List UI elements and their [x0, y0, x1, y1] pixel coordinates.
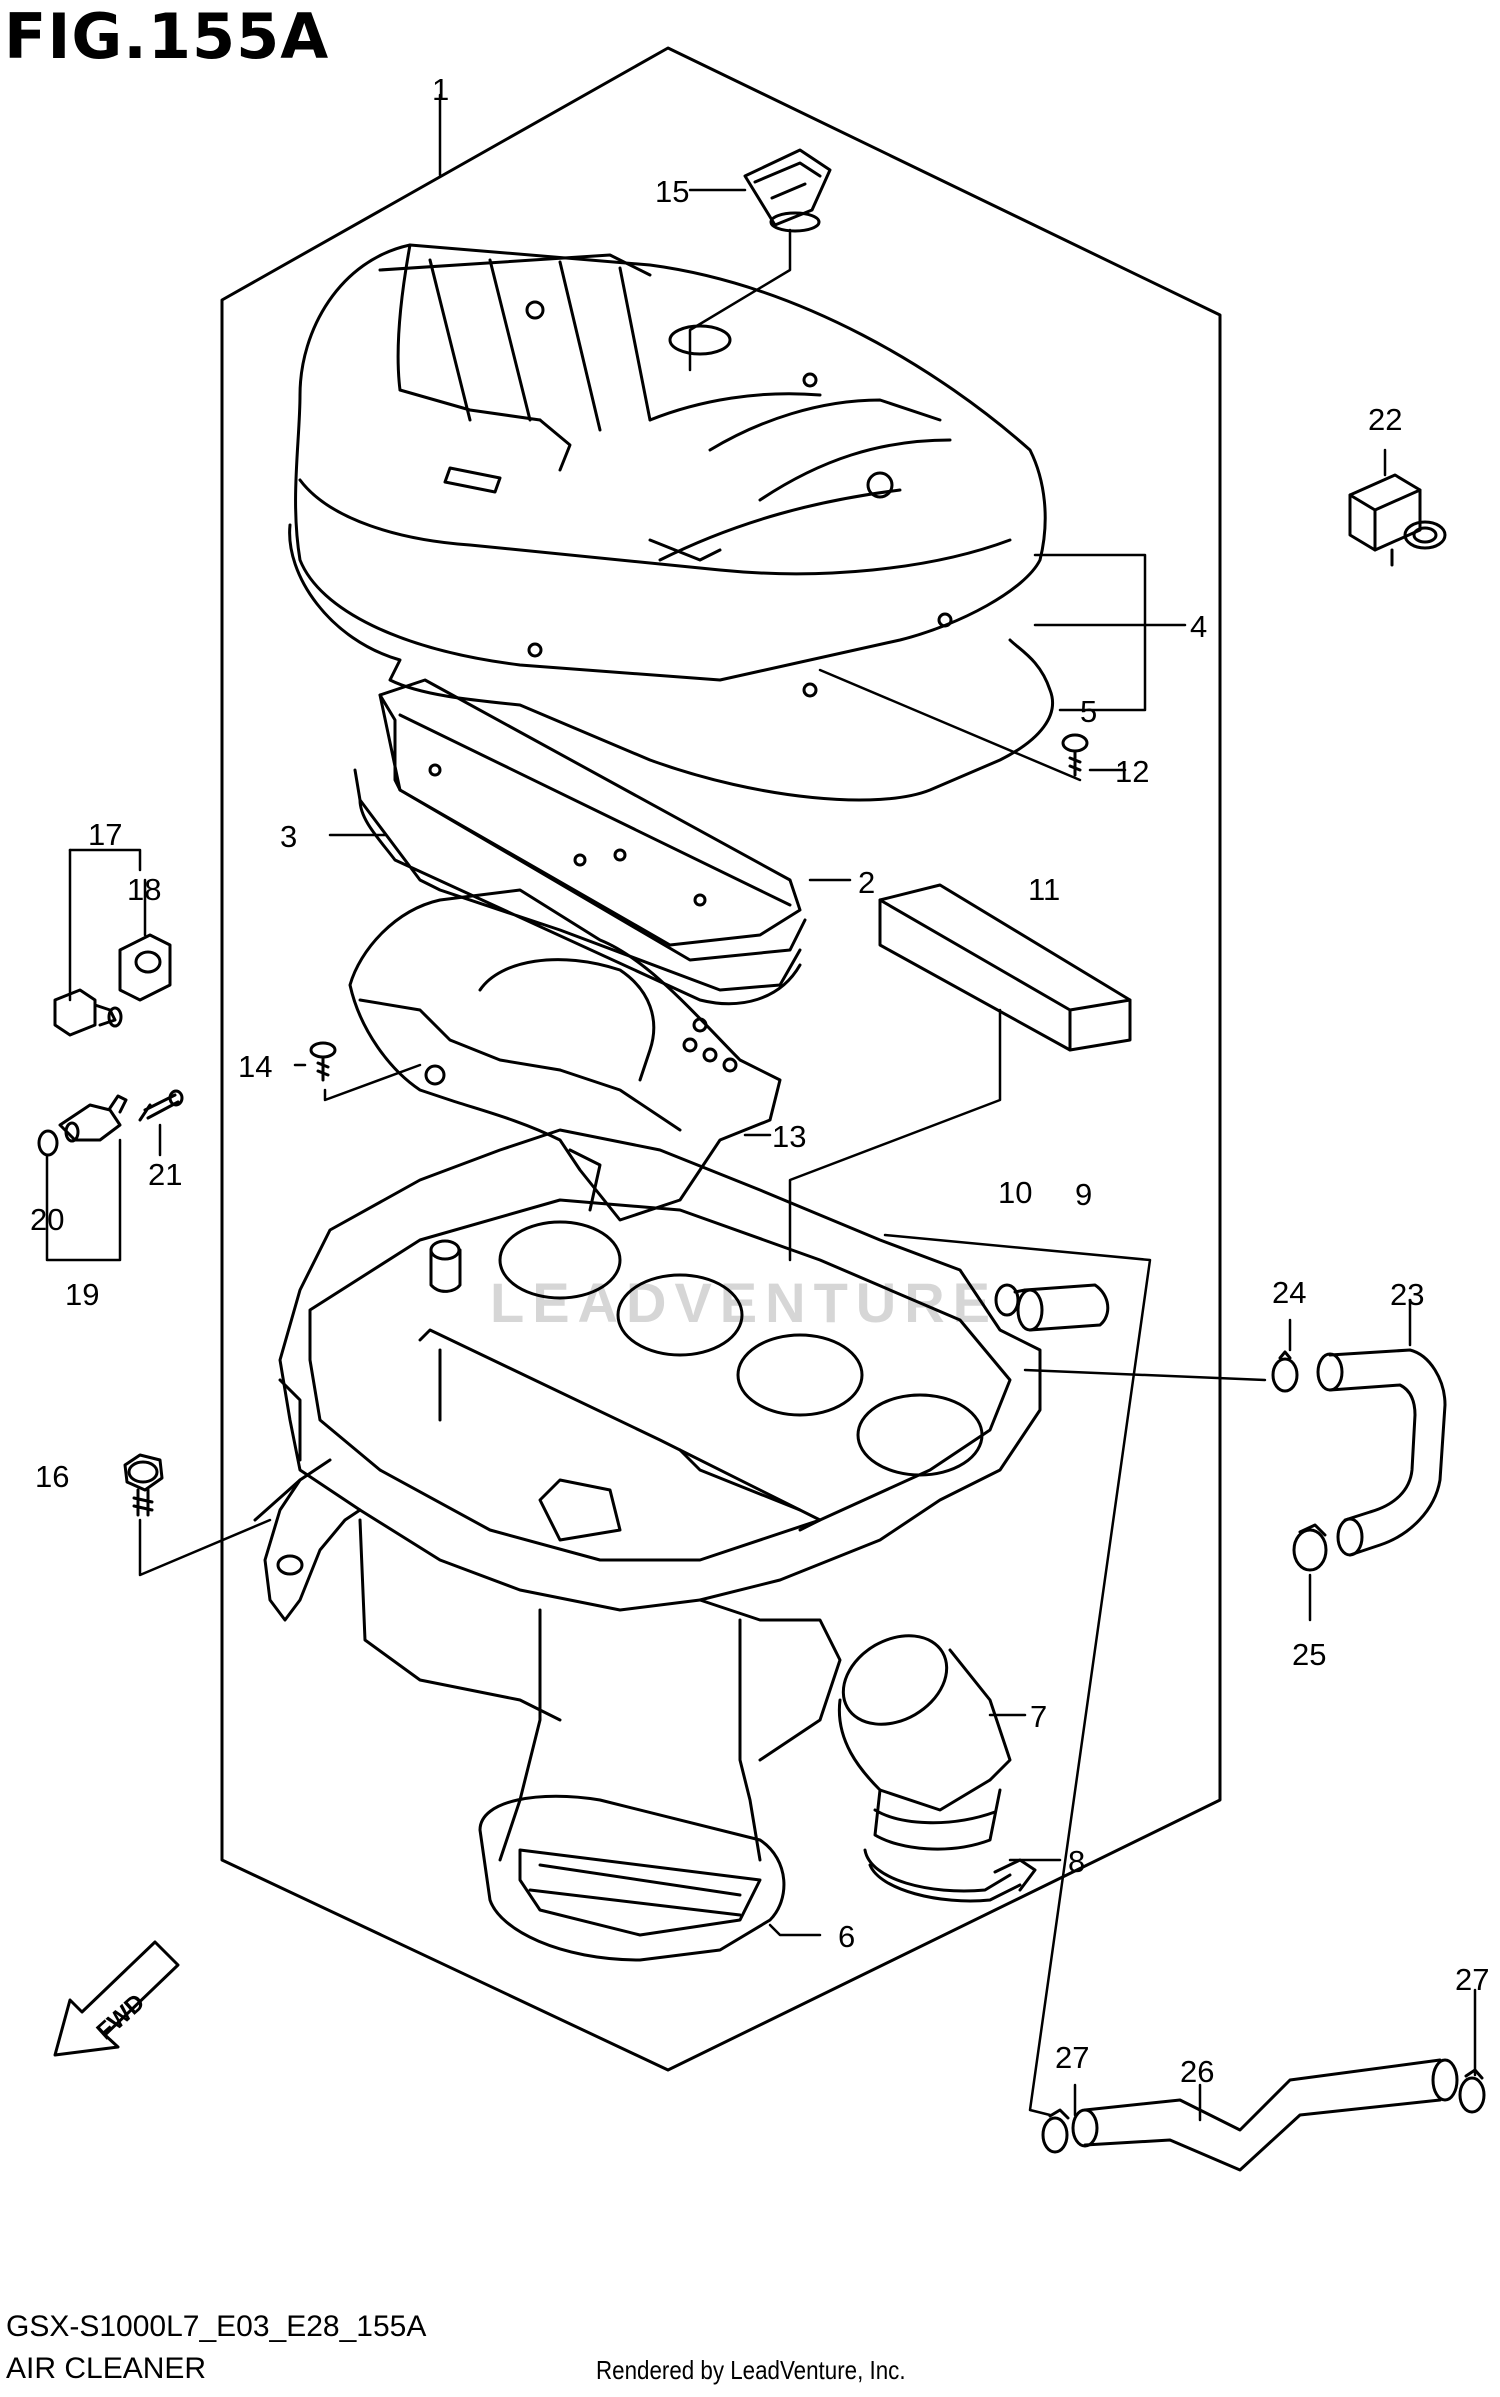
fwd-label: FWD [91, 1989, 150, 2046]
screw-part-21 [138, 1089, 184, 1122]
seal-part-5 [288, 523, 1055, 802]
callout-22: 22 [1368, 402, 1402, 437]
callout-5: 5 [1080, 694, 1097, 729]
callout-1: 1 [432, 72, 449, 107]
callout-24: 24 [1272, 1275, 1306, 1310]
callout-3: 3 [280, 819, 297, 854]
forward-direction-arrow: FWD [53, 1940, 180, 2057]
callout-21: 21 [148, 1157, 182, 1192]
assembly-boundary [220, 46, 1222, 2072]
clamp-part-10 [994, 1283, 1027, 1317]
callout-23: 23 [1390, 1277, 1424, 1312]
foam-block-part-11 [878, 883, 1132, 1052]
callout-26: 26 [1180, 2054, 1214, 2089]
screw-part-14 [309, 1041, 337, 1082]
pipe-part-9 [1016, 1283, 1110, 1332]
callout-17: 17 [88, 817, 122, 852]
air-cleaner-case-part-1 [253, 1128, 1042, 1962]
callout-18: 18 [127, 872, 161, 907]
clamp-part-27-right [1458, 2068, 1486, 2114]
sensor-part-17 [53, 988, 123, 1037]
callout-11: 11 [1028, 872, 1060, 907]
callout-16: 16 [35, 1459, 69, 1494]
callout-13: 13 [772, 1119, 806, 1154]
clamp-part-27-left [1041, 2108, 1070, 2154]
drain-hose-part-26 [1071, 2058, 1459, 2172]
callout-7: 7 [1030, 1699, 1047, 1734]
o-ring-part-20 [37, 1129, 59, 1157]
filter-element-part-2 [378, 678, 807, 962]
callout-15: 15 [655, 174, 689, 209]
clamp-part-24 [1271, 1350, 1299, 1393]
callout-6: 6 [838, 1919, 855, 1954]
inlet-pipe-part-7 [837, 1634, 1012, 1851]
leader-lines [45, 93, 1477, 2122]
sensor-part-19 [58, 1094, 128, 1143]
callout-10: 10 [998, 1175, 1032, 1210]
callout-27-left: 27 [1055, 2040, 1089, 2075]
air-cleaner-cap-part-4 [294, 243, 1047, 698]
callout-8: 8 [1068, 1844, 1085, 1879]
grommet-part-15 [743, 148, 832, 233]
callout-25: 25 [1292, 1637, 1326, 1672]
callout-14: 14 [238, 1049, 272, 1084]
render-credit: Rendered by LeadVenture, Inc. [596, 2355, 906, 2385]
callout-4: 4 [1190, 609, 1207, 644]
guide-duct-part-13 [348, 888, 782, 1222]
callout-20: 20 [30, 1202, 64, 1237]
figure-name: AIR CLEANER [6, 2352, 207, 2385]
hose-part-23 [1316, 1348, 1447, 1557]
figure-title: FIG.155A [4, 0, 330, 73]
callout-9: 9 [1075, 1177, 1092, 1212]
callout-12: 12 [1115, 754, 1149, 789]
sensor-part-22 [1348, 473, 1447, 567]
bolt-part-16 [123, 1453, 164, 1517]
callout-27-right: 27 [1455, 1962, 1489, 1997]
figure-code: GSX-S1000L7_E03_E28_155A [6, 2310, 427, 2343]
filter-seal-part-3 [353, 768, 802, 1006]
clamp-band-part-8 [863, 1848, 1037, 1903]
callout-2: 2 [858, 865, 875, 900]
screw-part-12 [1061, 733, 1089, 777]
clamp-part-25 [1292, 1523, 1328, 1572]
callout-19: 19 [65, 1277, 99, 1312]
cap-part-18 [118, 933, 172, 1002]
